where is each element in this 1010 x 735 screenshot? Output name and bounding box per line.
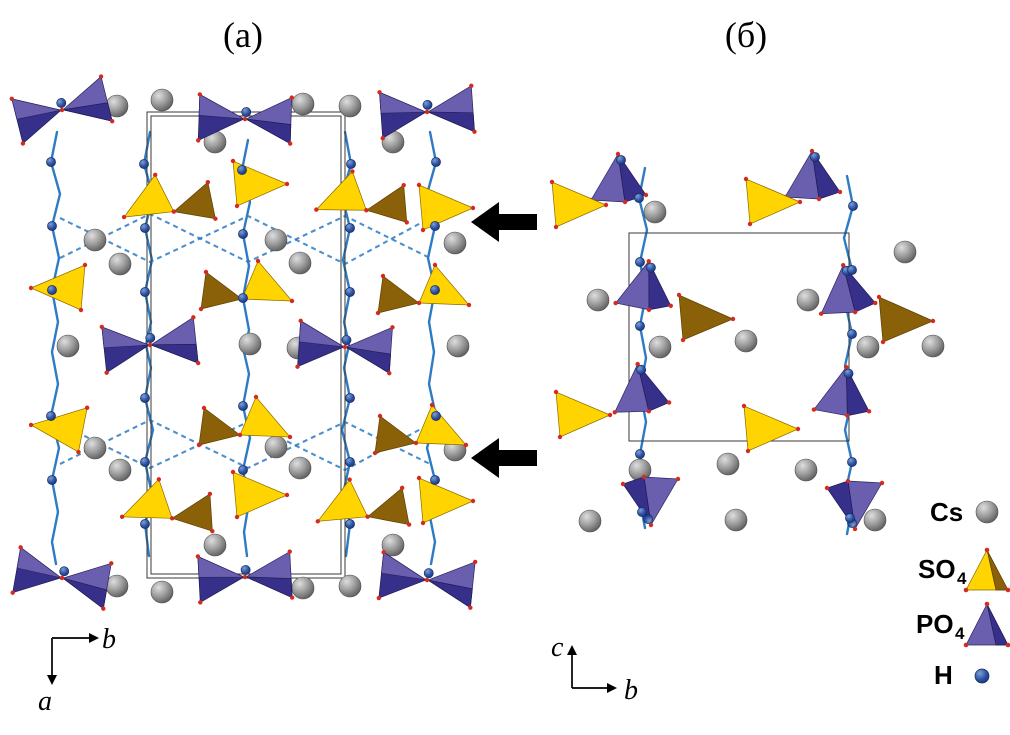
legend-item-po4: PO 4 [916,601,1010,648]
po4-tetrahedron-symbol [963,601,1010,648]
legend-item-so4: SO 4 [918,547,1010,593]
panel-a-label: (а) [223,15,263,55]
cs-sphere-symbol [975,500,999,524]
legend: Cs SO 4 PO 4 H [916,497,1010,690]
h-sphere-symbol [974,668,990,684]
so4-tetrahedron-symbol [963,547,1010,593]
axes-panel-b: c b [551,632,638,706]
panel-a-structure [9,74,477,611]
h-atoms-b [634,193,858,523]
panel-link-arrows [471,202,537,478]
axis-label-c-panel-b: c [551,632,564,663]
left-arrow-bottom-icon [471,438,537,478]
legend-label-po4: PO [916,609,954,639]
legend-item-h: H [934,660,990,690]
legend-label-so4: SO [918,554,956,584]
axis-label-b-panel-a: b [102,624,116,655]
panel-b-structure [549,149,945,536]
legend-item-cs: Cs [930,497,999,527]
legend-sub-so4: 4 [957,569,967,588]
legend-sub-po4: 4 [955,624,965,643]
a-axis-arrowhead [47,675,57,685]
left-arrow-top-icon [471,202,537,242]
legend-label-cs: Cs [930,497,963,527]
b-axis-arrowhead-panel-b [607,683,617,693]
axis-label-b-panel-b: b [624,675,638,706]
b-axis-arrowhead [89,633,99,643]
legend-label-h: H [934,660,953,690]
c-axis-arrowhead [567,645,577,655]
axis-label-a-panel-a: a [38,686,52,717]
axes-panel-a: b a [38,624,116,717]
panel-b-label: (б) [725,15,767,55]
